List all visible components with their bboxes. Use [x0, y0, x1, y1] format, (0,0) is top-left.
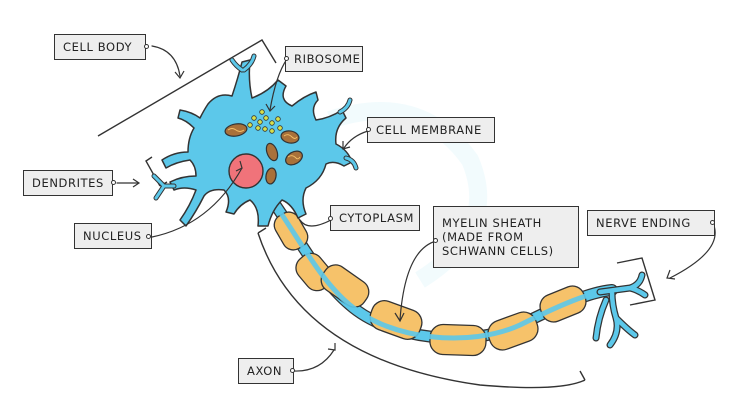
label-cell-membrane-pin: [366, 127, 371, 132]
label-cell-body-pin: [144, 44, 149, 49]
label-ribosome: RIBOSOME: [285, 46, 363, 72]
dendrite-left-fill: [152, 174, 176, 200]
label-myelin-sheath-pin: [433, 238, 438, 243]
leader-axon: [293, 349, 335, 372]
leader-myelin: [399, 240, 437, 321]
label-nerve-ending: NERVE ENDING: [587, 210, 715, 236]
cell-body-bracket: [97, 39, 277, 137]
nucleus: [228, 153, 264, 189]
cell-body: [151, 53, 359, 227]
label-dendrites-pin: [111, 180, 116, 185]
nerve-ending-bracket: [616, 257, 656, 306]
schwann-cell-6: [487, 311, 539, 351]
axon-core-over-myelin: [269, 197, 615, 341]
label-cytoplasm: CYTOPLASM: [330, 205, 420, 231]
dendrite-right-fill: [338, 98, 358, 170]
schwann-cell-3: [320, 264, 370, 308]
axon-bracket: [257, 232, 586, 389]
dendrite-top-fill: [230, 54, 256, 72]
nerve-ending-branches: [592, 271, 649, 349]
label-cell-body: CELL BODY: [54, 34, 146, 60]
label-myelin-sheath: MYELIN SHEATH (MADE FROM SCHWANN CELLS): [433, 206, 579, 268]
leader-cell-body: [151, 45, 181, 77]
label-cytoplasm-pin: [328, 216, 333, 221]
cell-membrane: [161, 59, 353, 227]
label-nucleus: NUCLEUS: [74, 223, 152, 249]
axon-bracket-ends: [257, 227, 586, 381]
label-nucleus-pin: [146, 234, 151, 239]
leader-cell-membrane: [343, 130, 369, 149]
leader-cytoplasm: [299, 219, 332, 227]
leader-nucleus: [151, 167, 243, 238]
label-cell-membrane: CELL MEMBRANE: [367, 117, 495, 143]
label-axon-pin: [290, 368, 295, 373]
mitochondria-cristae: [227, 128, 301, 160]
label-axon: AXON: [238, 358, 294, 384]
arrowheads: [132, 70, 676, 351]
label-dendrites: DENDRITES: [23, 170, 113, 196]
label-nerve-ending-pin: [710, 220, 715, 225]
ribosomes: [247, 109, 283, 134]
label-ribosome-pin: [284, 56, 289, 61]
